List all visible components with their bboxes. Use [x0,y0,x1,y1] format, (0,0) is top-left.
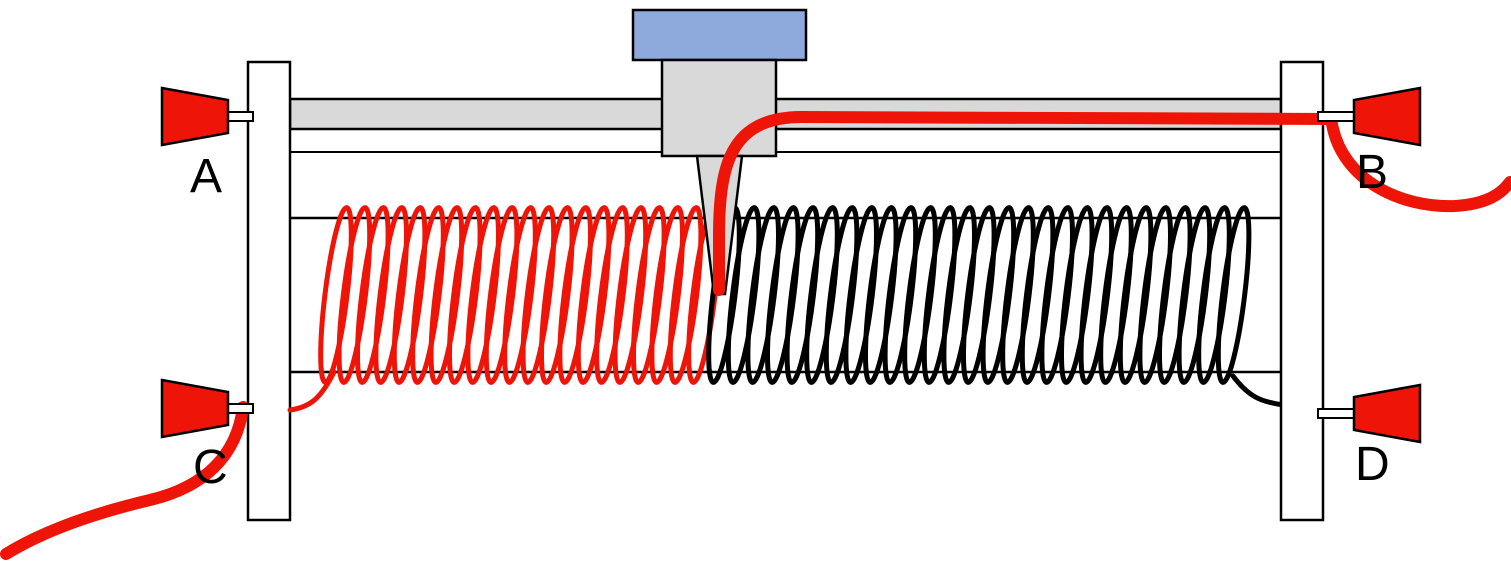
slider-cap [631,8,808,62]
coil-turn [336,205,373,385]
coil-turn [649,205,686,385]
coil-turn [941,205,978,385]
coil-turn [391,205,428,385]
right-support [1279,60,1325,522]
terminal-c-post [160,378,230,439]
coil-turn [823,205,860,385]
terminal-d [1317,383,1422,444]
coil-turn [446,205,483,385]
coil-turn [373,205,410,385]
coil-turn [667,205,704,385]
coil-start-wire [287,369,337,413]
coil-turn [843,205,880,385]
coil-turn [980,205,1017,385]
coil-turn [1098,205,1134,385]
coil-turn [725,205,762,385]
terminal-d-post [1352,383,1422,444]
coil-turn [594,205,630,385]
coil-turn [960,205,997,385]
coil-turn [1117,205,1154,385]
coil-turn [1078,205,1115,385]
slider-body [660,58,778,158]
coil-turn [1176,205,1213,385]
coil-end-wire [1230,373,1287,408]
coil-turn [902,205,938,385]
coil-turn [1058,205,1095,385]
coil-turn [1019,205,1056,385]
coil-turn [1000,205,1036,385]
terminal-a [160,86,254,147]
coil-turn [612,205,649,385]
coil-turn [318,205,354,385]
coil-turn [465,205,502,385]
coil-black-section [706,205,1252,385]
coil-turn [483,205,520,385]
coil-turn [921,205,958,385]
coil-turn [882,205,919,385]
coil-turn [575,205,612,385]
terminal-d-stem [1317,408,1357,419]
coil-turn [764,205,801,385]
terminal-b [1317,86,1422,147]
coil-red-section [318,205,722,385]
coil-turn [1137,205,1174,385]
coil-turn [784,205,821,385]
coil-turn [1156,205,1193,385]
coil-turn [745,205,782,385]
coil-turn [538,205,575,385]
terminal-c-exit-wire [0,401,249,560]
coil-turn [1215,205,1252,385]
terminal-d-label: D [1355,438,1390,491]
coil-turn [354,205,391,385]
coil-turn [1039,205,1076,385]
terminal-b-label: B [1356,146,1388,199]
terminal-a-label: A [190,150,222,203]
terminal-b-stem [1317,111,1357,122]
coil-turn [804,205,840,385]
terminal-b-post [1352,86,1422,147]
terminal-b-exit-wire [1326,118,1511,213]
coil-turn [410,205,446,385]
wiper-wire [713,110,1338,296]
coil-turn [428,205,465,385]
left-support [246,60,292,522]
coil-turn [520,205,557,385]
coil-turn [1196,205,1232,385]
coil-turn [862,205,899,385]
terminal-a-post [160,86,230,147]
coil-turn [630,205,667,385]
coil-turn [502,205,538,385]
terminal-c [160,378,254,439]
coil-turn [557,205,594,385]
terminal-c-label: C [193,441,228,494]
